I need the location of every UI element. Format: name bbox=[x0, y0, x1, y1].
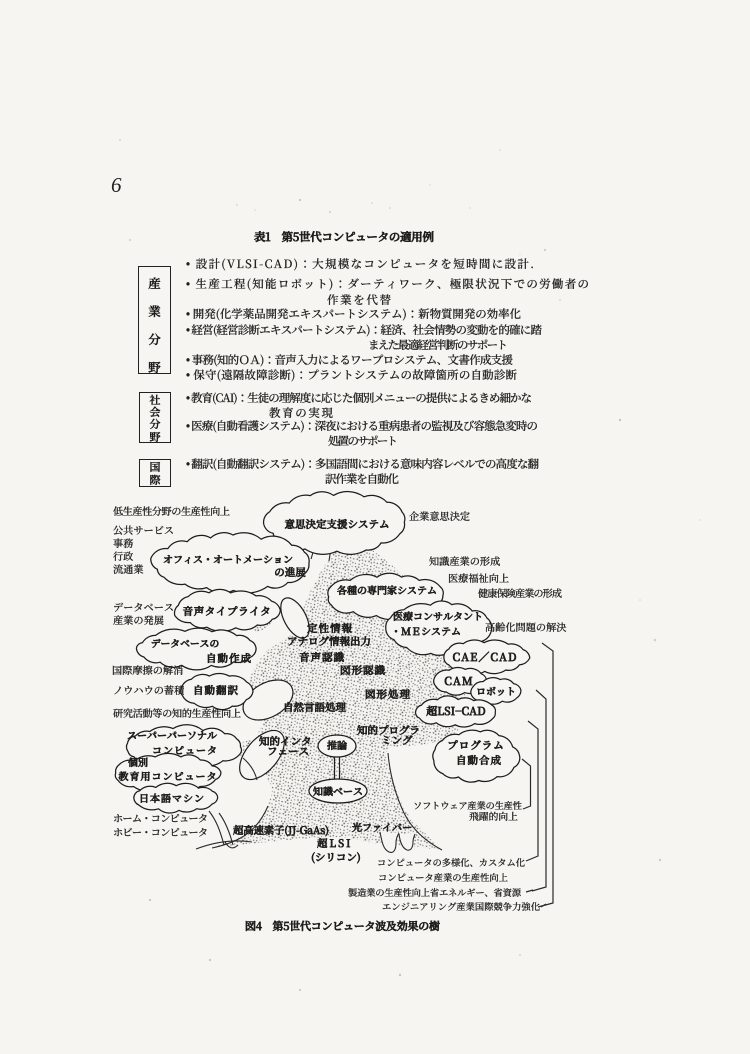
svg-text:医療コンサルタント: 医療コンサルタント bbox=[393, 608, 483, 623]
svg-text:行政: 行政 bbox=[113, 548, 133, 563]
svg-text:自動作成: 自動作成 bbox=[206, 651, 252, 666]
svg-text:超LSI: 超LSI bbox=[316, 836, 352, 851]
svg-text:各種の専門家システム: 各種の専門家システム bbox=[336, 582, 437, 597]
svg-text:• 教育(CAI)：生徒の理解度に応じた個別メニューの提供に: • 教育(CAI)：生徒の理解度に応じた個別メニューの提供によるきめ細かな bbox=[186, 390, 532, 406]
svg-text:個別: 個別 bbox=[127, 754, 148, 769]
svg-text:• 翻訳(自動翻訳システム)：多国語間における意味内容レベル: • 翻訳(自動翻訳システム)：多国語間における意味内容レベルでの高度な翻 bbox=[186, 456, 540, 472]
svg-text:公共サービス: 公共サービス bbox=[113, 522, 174, 537]
svg-text:• 生産工程(知能ロボット)：ダーティワーク、極限状況下での: • 生産工程(知能ロボット)：ダーティワーク、極限状況下での労働者の bbox=[186, 276, 589, 292]
svg-text:プログラム: プログラム bbox=[447, 738, 505, 753]
svg-text:まえた最適経営判断のサポート: まえた最適経営判断のサポート bbox=[368, 337, 508, 353]
svg-text:の進展: の進展 bbox=[274, 565, 306, 580]
svg-text:オフィス・オートメーション: オフィス・オートメーション bbox=[163, 551, 293, 566]
svg-text:製造業の生産性向上省エネルギー、省資源: 製造業の生産性向上省エネルギー、省資源 bbox=[348, 885, 522, 899]
svg-text:データベースの: データベースの bbox=[151, 636, 220, 650]
svg-text:CAE／CAD: CAE／CAD bbox=[453, 649, 518, 665]
svg-text:医療福祉向上: 医療福祉向上 bbox=[448, 570, 509, 585]
svg-text:図形認識: 図形認識 bbox=[340, 663, 386, 678]
svg-text:ミング: ミング bbox=[381, 733, 413, 748]
svg-text:• 医療(自動看護システム)：深夜における重病患者の監視及び: • 医療(自動看護システム)：深夜における重病患者の監視及び容態急変時の bbox=[186, 418, 538, 434]
svg-text:• 設計(VLSI-CAD)：大規模なコンピュータを短時間に: • 設計(VLSI-CAD)：大規模なコンピュータを短時間に設計. bbox=[186, 256, 534, 272]
svg-text:超高速素子(JJ-GaAs): 超高速素子(JJ-GaAs) bbox=[232, 823, 329, 838]
svg-text:教育の実現: 教育の実現 bbox=[269, 405, 334, 421]
svg-text:ホビー・コンピュータ: ホビー・コンピュータ bbox=[113, 824, 208, 839]
svg-text:教育用コンピュータ: 教育用コンピュータ bbox=[118, 768, 218, 783]
svg-text:自動合成: 自動合成 bbox=[456, 753, 502, 768]
svg-text:知的インタ: 知的インタ bbox=[259, 734, 312, 749]
svg-text:エンジニアリング産業国際競争力強化: エンジニアリング産業国際競争力強化 bbox=[382, 899, 540, 913]
svg-text:作業を代替: 作業を代替 bbox=[327, 292, 392, 308]
svg-text:事務: 事務 bbox=[113, 535, 133, 550]
svg-text:企業意思決定: 企業意思決定 bbox=[409, 508, 470, 523]
svg-text:• 保守(遠隔故障診断)：プラントシステムの故障箇所の自動診: • 保守(遠隔故障診断)：プラントシステムの故障箇所の自動診断 bbox=[186, 367, 518, 383]
svg-text:アナログ情報出力: アナログ情報出力 bbox=[287, 634, 371, 649]
svg-text:推論: 推論 bbox=[326, 737, 347, 752]
svg-text:ホーム・コンピュータ: ホーム・コンピュータ bbox=[113, 810, 208, 825]
svg-text:定性情報: 定性情報 bbox=[307, 621, 353, 636]
svg-text:飛躍的向上: 飛躍的向上 bbox=[469, 809, 518, 823]
svg-text:コンピュータの多様化、カスタム化: コンピュータの多様化、カスタム化 bbox=[377, 855, 525, 869]
svg-text:図4 第5世代コンピュータ波及効果の樹: 図4 第5世代コンピュータ波及効果の樹 bbox=[245, 918, 440, 934]
svg-text:流通業: 流通業 bbox=[113, 561, 144, 576]
svg-text:健康保険産業の形成: 健康保険産業の形成 bbox=[478, 585, 562, 600]
svg-text:知識ベース: 知識ベース bbox=[313, 783, 363, 798]
svg-text:意思決定支援システム: 意思決定支援システム bbox=[285, 517, 390, 532]
svg-text:自動翻訳: 自動翻訳 bbox=[193, 683, 239, 698]
svg-text:表1 第5世代コンピュータの適用例: 表1 第5世代コンピュータの適用例 bbox=[254, 229, 435, 245]
svg-text:(シリコン): (シリコン) bbox=[311, 850, 361, 865]
svg-text:処置のサポート: 処置のサポート bbox=[328, 433, 398, 449]
svg-text:コンピュータ: コンピュータ bbox=[152, 742, 218, 757]
svg-text:知識産業の形成: 知識産業の形成 bbox=[429, 553, 500, 568]
svg-text:• 開発(化学薬品開発エキスパートシステム)：新物質開発の効: • 開発(化学薬品開発エキスパートシステム)：新物質開発の効率化 bbox=[186, 306, 522, 322]
svg-text:フェース: フェース bbox=[267, 744, 309, 759]
svg-text:• 事務(知的ＯＡ)：音声入力によるワープロシステム、文書作: • 事務(知的ＯＡ)：音声入力によるワープロシステム、文書作成支援 bbox=[186, 352, 514, 368]
svg-text:光ファイバー: 光ファイバー bbox=[352, 819, 412, 834]
svg-text:ロボット: ロボット bbox=[476, 683, 516, 698]
svg-text:コンピュータ産業の生産性向上: コンピュータ産業の生産性向上 bbox=[378, 870, 509, 884]
svg-text:産業の発展: 産業の発展 bbox=[113, 612, 164, 627]
svg-text:ノウハウの蓄積: ノウハウの蓄積 bbox=[113, 682, 186, 697]
svg-text:超LSI−CAD: 超LSI−CAD bbox=[426, 703, 486, 719]
svg-text:ソフトウェア産業の生産性: ソフトウェア産業の生産性 bbox=[413, 798, 523, 812]
svg-text:低生産性分野の生産性向上: 低生産性分野の生産性向上 bbox=[113, 503, 230, 518]
svg-text:高齢化問題の解決: 高齢化問題の解決 bbox=[485, 619, 567, 634]
svg-text:音声タイプライタ: 音声タイプライタ bbox=[183, 604, 272, 619]
svg-text:• 経営(経営診断エキスパートシステム)：経済、社会情勢の変: • 経営(経営診断エキスパートシステム)：経済、社会情勢の変動を的確に踏 bbox=[186, 322, 543, 338]
svg-text:日本語マシン: 日本語マシン bbox=[139, 790, 205, 805]
svg-text:CAM: CAM bbox=[444, 673, 473, 689]
svg-text:研究活動等の知的生産性向上: 研究活動等の知的生産性向上 bbox=[113, 705, 241, 720]
svg-text:スーパーパーソナル: スーパーパーソナル bbox=[127, 727, 218, 742]
svg-text:自然言語処理: 自然言語処理 bbox=[283, 700, 346, 715]
svg-text:図形処理: 図形処理 bbox=[365, 687, 411, 702]
svg-text:・ＭＥシステム: ・ＭＥシステム bbox=[391, 623, 461, 638]
svg-text:訳作業を自動化: 訳作業を自動化 bbox=[325, 471, 400, 487]
svg-text:音声認識: 音声認識 bbox=[299, 650, 345, 665]
svg-text:データベース: データベース bbox=[113, 599, 174, 614]
svg-text:知的プログラ: 知的プログラ bbox=[357, 723, 420, 738]
svg-text:国際摩擦の解消: 国際摩擦の解消 bbox=[112, 662, 183, 677]
